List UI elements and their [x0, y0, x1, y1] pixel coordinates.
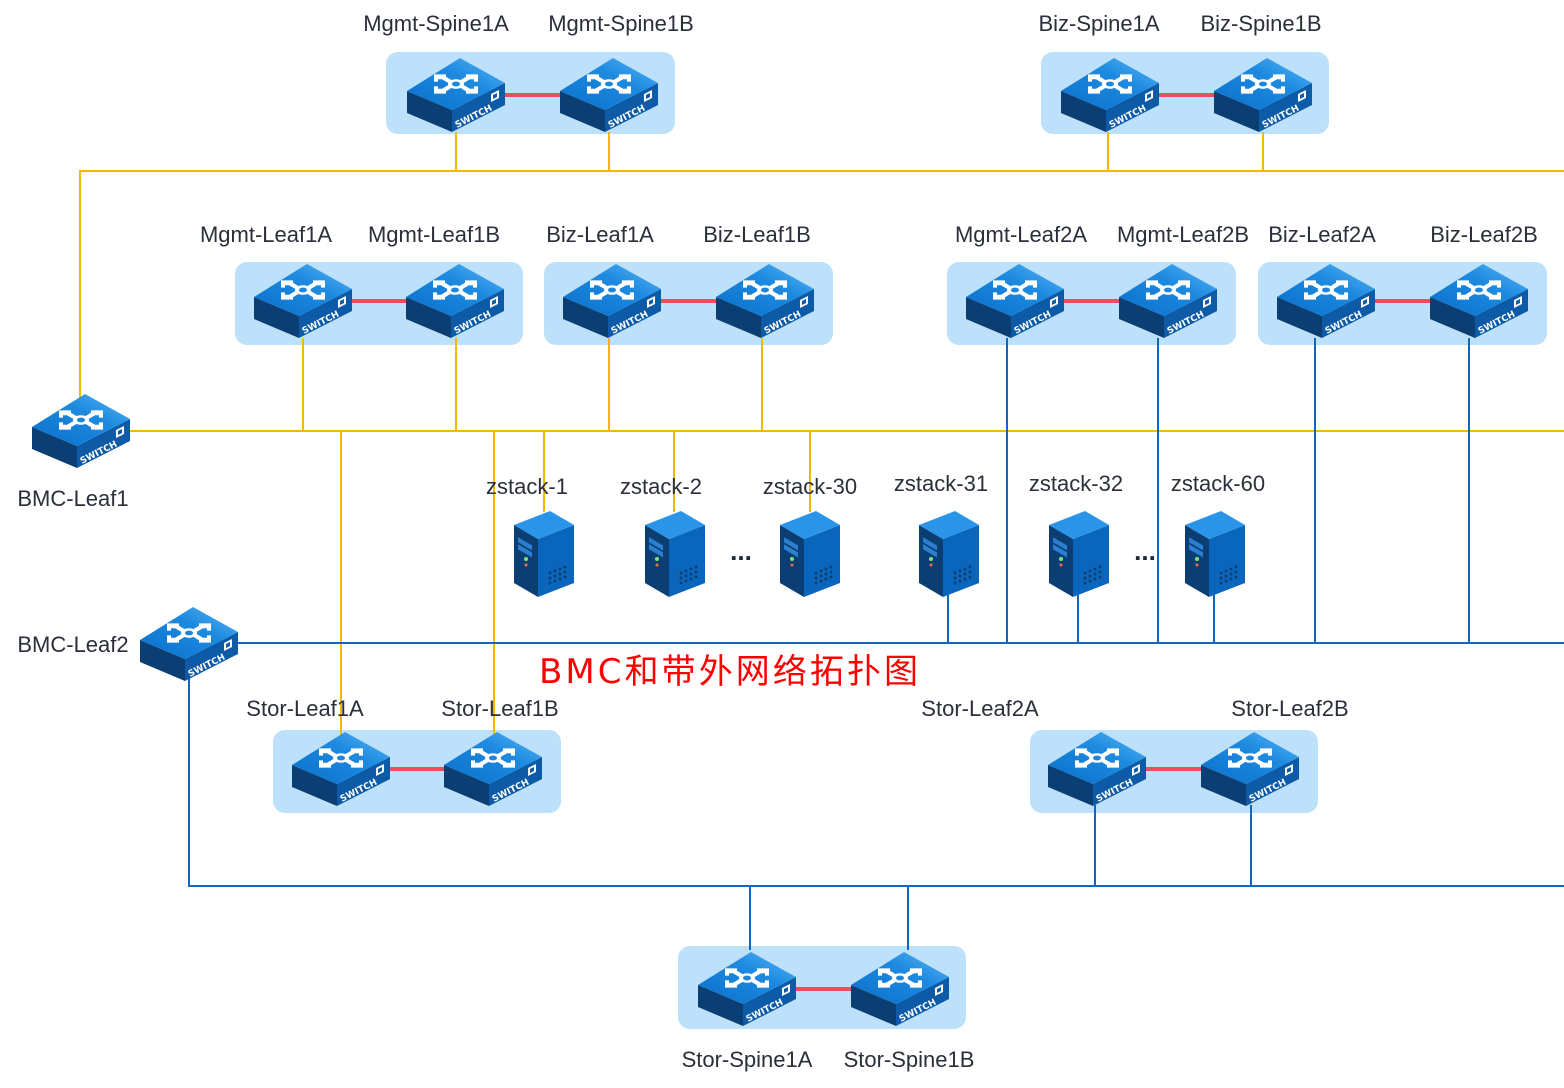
server-label: zstack-2 — [620, 474, 702, 499]
switch-label: Stor-Spine1B — [844, 1047, 975, 1072]
switch-label: Mgmt-Spine1A — [363, 11, 509, 36]
server-label: zstack-1 — [486, 474, 568, 499]
switch-label: Biz-Leaf2A — [1268, 222, 1376, 247]
server-label: zstack-31 — [894, 471, 988, 496]
switch-label: Stor-Leaf2A — [921, 696, 1039, 721]
server-icon[interactable] — [1185, 511, 1245, 597]
servers: ... ... — [514, 511, 1245, 597]
switch-label: Stor-Leaf2B — [1231, 696, 1348, 721]
switch-label: Biz-Leaf1B — [703, 222, 811, 247]
server-icon[interactable] — [645, 511, 705, 597]
server-icon[interactable] — [1049, 511, 1109, 597]
server-icon[interactable] — [919, 511, 979, 597]
switch-label: Biz-Spine1B — [1200, 11, 1321, 36]
mgmt-links — [79, 132, 1564, 742]
peer-links — [348, 93, 1436, 991]
switch-label: BMC-Leaf2 — [17, 632, 128, 657]
group-boxes — [235, 52, 1547, 1029]
diagram-title: BMC和带外网络拓扑图 — [539, 652, 918, 692]
switch-label: Biz-Leaf1A — [546, 222, 654, 247]
switch-label: Mgmt-Leaf2A — [955, 222, 1087, 247]
switch-label: Biz-Spine1A — [1038, 11, 1159, 36]
switch-label: Mgmt-Leaf2B — [1117, 222, 1249, 247]
switch-label: Stor-Leaf1A — [246, 696, 364, 721]
switch-label: Stor-Spine1A — [682, 1047, 813, 1072]
bmc-links — [188, 338, 1564, 950]
server-icon[interactable] — [514, 511, 574, 597]
switch-label: Stor-Leaf1B — [441, 696, 558, 721]
server-label: zstack-32 — [1029, 471, 1123, 496]
server-icon[interactable] — [780, 511, 840, 597]
server-label: zstack-30 — [763, 474, 857, 499]
switch-label: Biz-Leaf2B — [1430, 222, 1538, 247]
server-label: zstack-60 — [1171, 471, 1265, 496]
ellipsis: ... — [1134, 536, 1156, 566]
switch-label: BMC-Leaf1 — [17, 486, 128, 511]
switch-label: Mgmt-Leaf1B — [368, 222, 500, 247]
switch-label: Mgmt-Spine1B — [548, 11, 694, 36]
labels: Mgmt-Spine1A Mgmt-Spine1B Biz-Spine1A Bi… — [17, 11, 1537, 1072]
ellipsis: ... — [730, 536, 752, 566]
switch-label: Mgmt-Leaf1A — [200, 222, 332, 247]
